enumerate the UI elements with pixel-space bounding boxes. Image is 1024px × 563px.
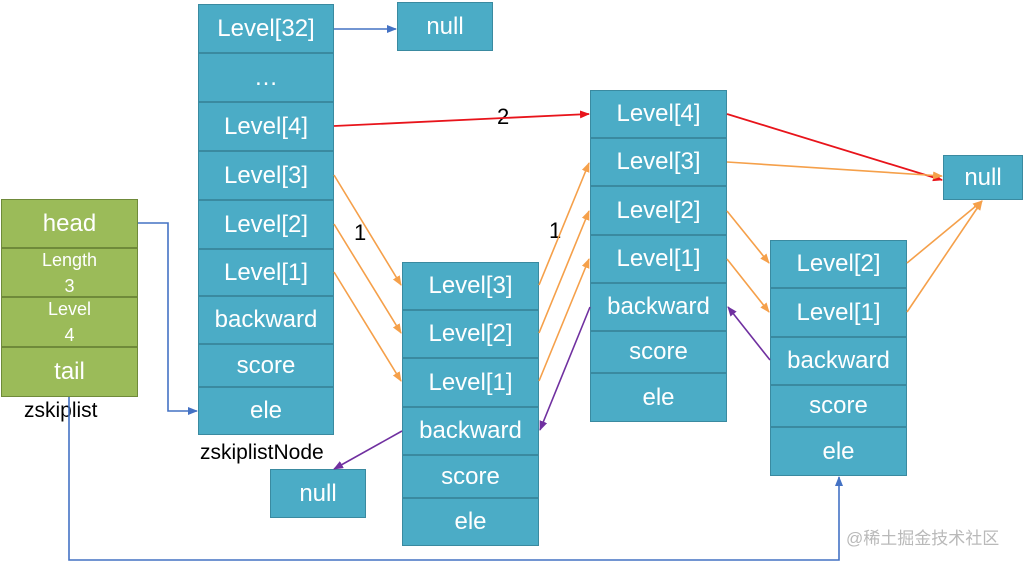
- header-ellipsis: …: [198, 53, 334, 102]
- arrow-header-level3-to-node1: [333, 174, 402, 286]
- header-score: score: [198, 344, 334, 387]
- span-label-1-right: 1: [549, 218, 562, 243]
- arrow-header-level4-to-node2: [333, 110, 590, 127]
- header-level1: Level[1]: [198, 249, 334, 296]
- zskiplist-length: Length 3: [1, 248, 138, 297]
- header-ele: ele: [198, 387, 334, 435]
- node1-ele: ele: [402, 498, 539, 546]
- zskiplist-head: head: [1, 199, 138, 248]
- arrow-head-to-header: [138, 222, 198, 415]
- arrow-node2-backward-to-node1: [539, 306, 591, 431]
- zskiplist-caption: zskiplist: [24, 399, 98, 422]
- arrow-node2-level3-to-null: [726, 161, 943, 180]
- zskiplist-level: Level 4: [1, 297, 138, 347]
- node3-level2: Level[2]: [770, 240, 907, 288]
- node3-level1: Level[1]: [770, 288, 907, 337]
- header-level32: Level[32]: [198, 4, 334, 53]
- length-label: Length: [41, 249, 98, 270]
- arrow-node1-backward-to-null: [333, 430, 403, 470]
- span-label-1-left: 1: [354, 220, 367, 245]
- node2-score: score: [590, 331, 727, 373]
- level-value: 4: [64, 325, 75, 345]
- header-level2: Level[2]: [198, 200, 334, 249]
- header-backward: backward: [198, 296, 334, 344]
- arrow-node2-level1-to-node3: [726, 258, 770, 313]
- arrow-node3-level2-to-null: [906, 200, 983, 264]
- node3-ele: ele: [770, 427, 907, 476]
- node2-backward: backward: [590, 283, 727, 331]
- zskiplist-tail: tail: [1, 347, 138, 397]
- node1-level3: Level[3]: [402, 262, 539, 310]
- node2-level1: Level[1]: [590, 235, 727, 283]
- span-label-2: 2: [497, 104, 510, 129]
- node1-level1: Level[1]: [402, 358, 539, 407]
- arrow-node2-level2-to-node3: [726, 210, 770, 264]
- length-value: 3: [64, 275, 75, 296]
- arrow-header-level2-to-node1: [333, 223, 402, 334]
- null-top: null: [397, 2, 493, 51]
- node3-backward: backward: [770, 337, 907, 385]
- arrow-node1-level1-to-node2: [538, 258, 590, 382]
- node2-level2: Level[2]: [590, 186, 727, 235]
- node3-score: score: [770, 385, 907, 427]
- header-level4: Level[4]: [198, 102, 334, 151]
- node2-level3: Level[3]: [590, 138, 727, 186]
- arrow-node3-level1-to-null: [906, 200, 983, 313]
- node1-backward: backward: [402, 407, 539, 455]
- watermark: @稀土掘金技术社区: [846, 529, 1000, 548]
- node1-score: score: [402, 455, 539, 498]
- arrow-node1-level2-to-node2: [538, 210, 590, 334]
- node2-ele: ele: [590, 373, 727, 422]
- arrow-node2-level4-to-null: [726, 113, 943, 182]
- arrow-node1-level3-to-node2: [538, 162, 590, 286]
- null-right: null: [943, 155, 1023, 200]
- node2-level4: Level[4]: [590, 90, 727, 138]
- node1-level2: Level[2]: [402, 310, 539, 358]
- arrow-header-level1-to-node1: [333, 271, 402, 382]
- level-label: Level: [47, 299, 92, 319]
- null-bottom: null: [270, 469, 366, 518]
- zskiplistnode-caption: zskiplistNode: [200, 441, 324, 464]
- arrow-node3-backward-to-node2: [727, 306, 771, 361]
- header-level3: Level[3]: [198, 151, 334, 200]
